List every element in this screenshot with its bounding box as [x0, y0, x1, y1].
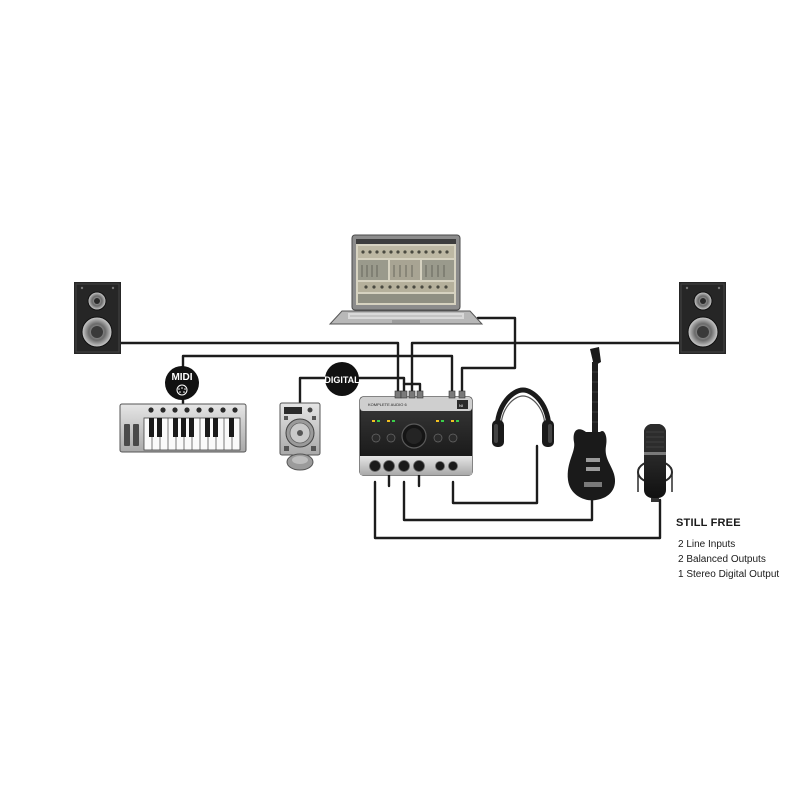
interface-brand-label: KOMPLETE AUDIO 6	[368, 402, 407, 407]
interface-logo: NI	[459, 403, 463, 408]
condenser-microphone	[637, 424, 673, 502]
cable-usb	[460, 316, 517, 400]
headphones	[492, 387, 554, 447]
still-free-list: 2 Line Inputs 2 Balanced Outputs 1 Stere…	[676, 537, 796, 582]
dj-player	[279, 402, 321, 471]
synth-software-screen	[358, 246, 454, 303]
list-item: 1 Stereo Digital Output	[678, 569, 780, 580]
cable-microphone	[373, 480, 662, 540]
audio-interface: KOMPLETE AUDIO 6 NI	[359, 390, 473, 476]
list-item: 2 Balanced Outputs	[678, 554, 766, 565]
cable-guitar	[402, 480, 594, 522]
cable-right-speaker	[410, 341, 681, 400]
midi-badge-label: MIDI	[171, 372, 192, 383]
speaker-left	[74, 282, 121, 354]
still-free-title: STILL FREE	[676, 517, 741, 529]
digital-badge-label: DIGITAL	[324, 375, 360, 385]
midi-keyboard	[119, 403, 247, 453]
electric-guitar	[567, 347, 616, 501]
digital-badge: DIGITAL	[324, 362, 360, 396]
laptop	[328, 234, 484, 325]
still-free-panel: STILL FREE 2 Line Inputs 2 Balanced Outp…	[676, 517, 796, 582]
list-item: 2 Line Inputs	[678, 539, 736, 550]
midi-din-icon	[176, 384, 188, 396]
cable-left-speaker	[119, 341, 400, 400]
midi-badge: MIDI	[165, 366, 199, 400]
cable-headphones	[451, 444, 539, 505]
speaker-right	[679, 282, 726, 354]
